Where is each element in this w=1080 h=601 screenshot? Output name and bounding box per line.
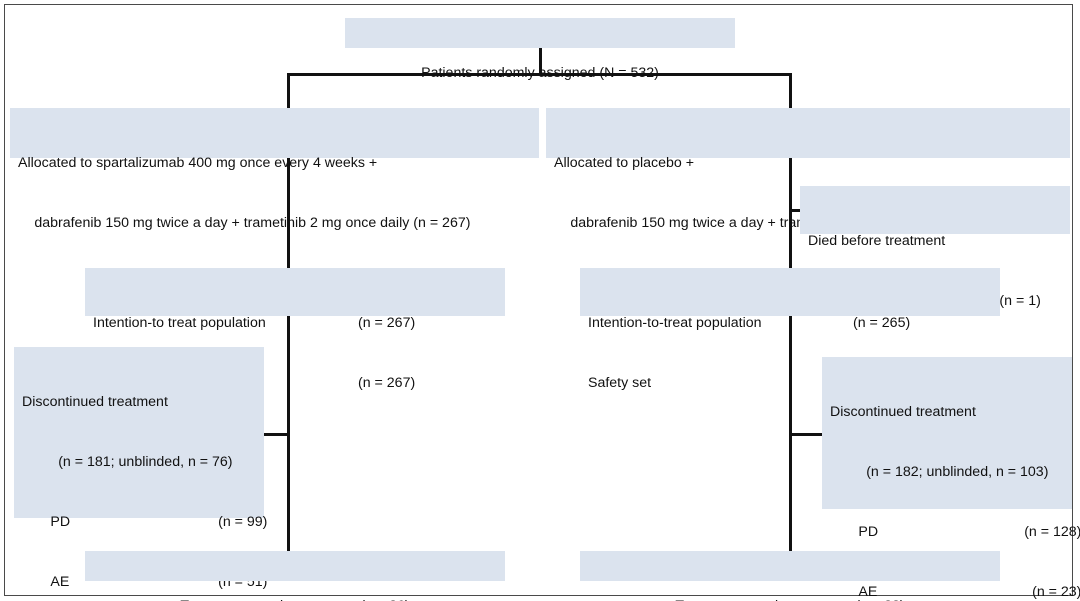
box-allocated-placebo-arm: Allocated to placebo + dabrafenib 150 mg… bbox=[546, 108, 1070, 231]
disc-right-reason-1-value: (n = 23) bbox=[1032, 584, 1080, 600]
connector-right-alloc-to-itt bbox=[789, 158, 792, 268]
disc-right-reason-0-label: PD bbox=[858, 524, 879, 540]
itt-left-safety-value: (n = 267) bbox=[358, 375, 416, 391]
disc-left-subtotal: (n = 181; unblinded, n = 76) bbox=[58, 454, 233, 470]
connector-split-left-drop bbox=[287, 73, 290, 109]
ongoing-right-label: Treatment ongoing bbox=[675, 596, 855, 601]
itt-right-safety-label: Safety set bbox=[588, 375, 652, 391]
disc-left-reason-0-value: (n = 99) bbox=[218, 514, 268, 530]
box-patients-randomly-assigned: Patients randomly assigned (N = 532) bbox=[345, 18, 735, 81]
disc-left-reason-row: PD (n = 99) bbox=[22, 512, 267, 532]
alloc-left-line1: Allocated to spartalizumab 400 mg once e… bbox=[18, 155, 378, 171]
ongoing-left-value: (n = 86) bbox=[360, 596, 409, 601]
disc-right-subtotal: (n = 182; unblinded, n = 103) bbox=[866, 464, 1049, 480]
itt-left-row-itt: Intention-to treat population (n = 267) bbox=[93, 313, 497, 333]
disc-left-title: Discontinued treatment bbox=[22, 394, 168, 410]
box-treatment-ongoing-spartalizumab-arm: Treatment ongoing (n = 86) bbox=[85, 551, 505, 601]
disc-left-reason-1-label: AE bbox=[50, 574, 70, 590]
disc-right-reason-row: PD (n = 128) bbox=[830, 522, 1080, 542]
itt-right-itt-label: Intention-to-treat population bbox=[588, 315, 762, 331]
ongoing-left-row: Treatment ongoing (n = 86) bbox=[93, 596, 497, 601]
itt-left-itt-value: (n = 267) bbox=[358, 315, 416, 331]
ongoing-right-row: Treatment ongoing (n = 82) bbox=[588, 596, 992, 601]
box-discontinued-spartalizumab-arm: Discontinued treatment (n = 181; unblind… bbox=[14, 347, 267, 590]
box-died-before-treatment: Died before treatment because of study i… bbox=[800, 186, 1070, 309]
box-discontinued-placebo-arm: Discontinued treatment (n = 182; unblind… bbox=[822, 357, 1080, 600]
box-allocated-spartalizumab-arm: Allocated to spartalizumab 400 mg once e… bbox=[10, 108, 539, 231]
box-populations-placebo-arm: Intention-to-treat population (n = 265) … bbox=[580, 268, 1000, 391]
alloc-right-line1: Allocated to placebo + bbox=[554, 155, 695, 171]
itt-right-row-itt: Intention-to-treat population (n = 265) bbox=[588, 313, 992, 333]
connector-died-stub bbox=[789, 209, 802, 212]
connector-randomized-down bbox=[539, 48, 542, 76]
itt-right-itt-value: (n = 265) bbox=[853, 315, 911, 331]
alloc-left-line2: dabrafenib 150 mg twice a day + trametin… bbox=[34, 215, 471, 231]
randomized-label: Patients randomly assigned (N = 532) bbox=[421, 65, 659, 81]
disc-right-reason-0-value: (n = 128) bbox=[1024, 524, 1080, 540]
disc-right-reason-1-label: AE bbox=[858, 584, 878, 600]
connector-split-right-drop bbox=[789, 73, 792, 109]
disc-right-title: Discontinued treatment bbox=[830, 404, 976, 420]
disc-right-reason-row: AE (n = 23) bbox=[830, 582, 1080, 601]
disc-left-reason-0-label: PD bbox=[50, 514, 71, 530]
box-treatment-ongoing-placebo-arm: Treatment ongoing (n = 82) bbox=[580, 551, 1000, 601]
ongoing-right-value: (n = 82) bbox=[855, 596, 904, 601]
died-line1: Died before treatment bbox=[808, 233, 946, 249]
itt-left-itt-label: Intention-to treat population bbox=[93, 315, 266, 331]
ongoing-left-label: Treatment ongoing bbox=[180, 596, 360, 601]
connector-right-discontinued-stub bbox=[789, 433, 824, 436]
connector-split-bar bbox=[287, 73, 792, 76]
connector-left-alloc-to-itt bbox=[287, 158, 290, 268]
box-populations-spartalizumab-arm: Intention-to treat population (n = 267) … bbox=[85, 268, 505, 391]
connector-left-discontinued-stub bbox=[264, 433, 289, 436]
